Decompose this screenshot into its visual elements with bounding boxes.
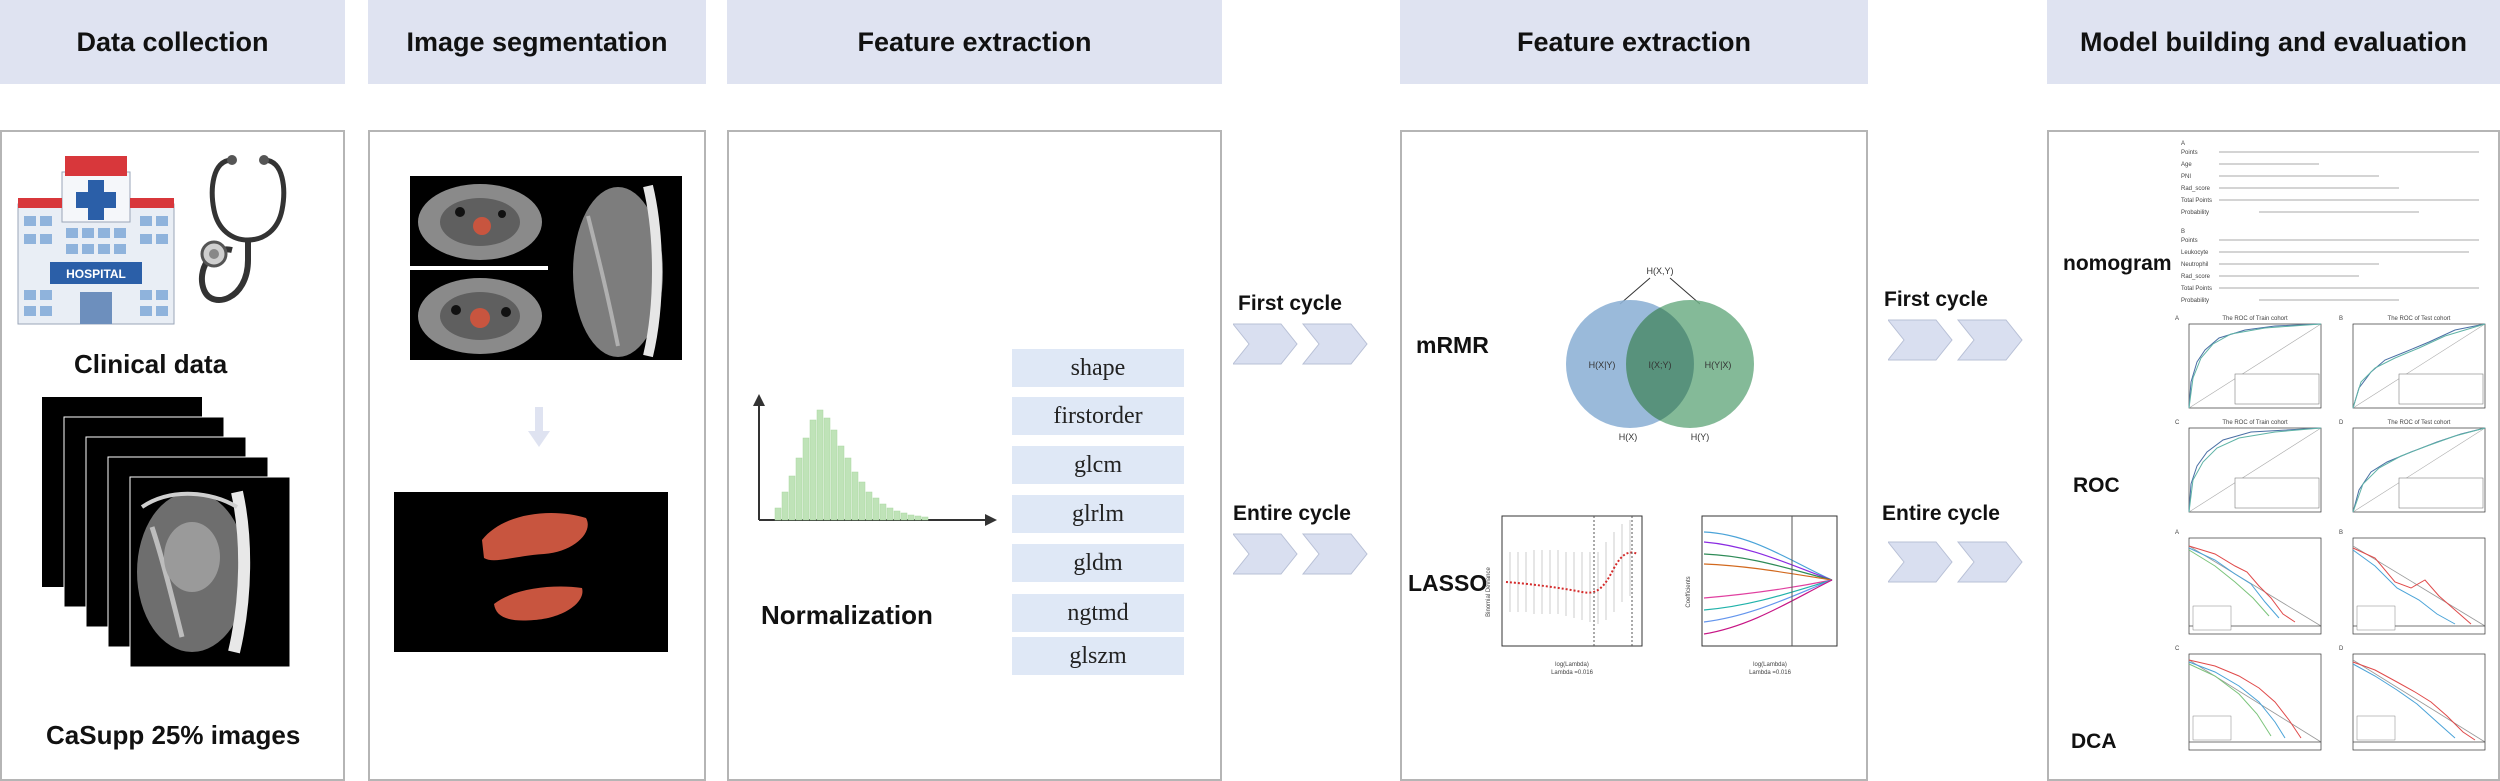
first-cycle-label-2: First cycle	[1884, 288, 1988, 311]
feature-gldm: gldm	[1012, 544, 1184, 582]
ct-image-stack	[42, 397, 291, 668]
venn-hy-label: H(Y)	[1691, 432, 1710, 442]
feature-firstorder: firstorder	[1012, 397, 1184, 435]
roc-panel-b: B The ROC of Test cohort	[2339, 316, 2486, 409]
lasso-label: LASSO	[1408, 570, 1488, 596]
lasso-xlabel-right: log(Lambda)	[1753, 662, 1787, 668]
down-arrow	[528, 407, 550, 447]
feature-glszm: glszm	[1012, 637, 1184, 675]
lasso-lambda-right: Lambda =0.016	[1749, 670, 1792, 676]
dca-panel-a: A	[2175, 530, 2322, 635]
entire-cycle-label-1: Entire cycle	[1233, 502, 1351, 525]
nomo-a-row-3: Rad_score	[2181, 186, 2211, 192]
panel-feature-selection: mRMR H(X,Y) H(X|Y) I(X;Y) H(Y|X) H(X) H(…	[1400, 130, 1868, 781]
hospital-icon: HOSPITAL	[17, 156, 175, 325]
lasso-xlabel-left: log(Lambda)	[1555, 662, 1589, 668]
first-cycle-label-1: First cycle	[1238, 292, 1342, 315]
feature-glcm: glcm	[1012, 446, 1184, 484]
venn-joint-label: H(X,Y)	[1647, 266, 1674, 276]
normalization-histogram	[753, 394, 997, 526]
mrmr-venn-diagram: H(X,Y) H(X|Y) I(X;Y) H(Y|X) H(X) H(Y)	[1566, 266, 1754, 442]
ct-axial-bottom	[410, 270, 550, 360]
lasso-ylabel-right: Coefficients	[1686, 576, 1692, 607]
nomogram-a: A Points Age PNI Rad_score Total Points …	[2181, 141, 2479, 216]
header-data-collection: Data collection	[0, 0, 345, 84]
nomogram-label: nomogram	[2063, 252, 2172, 275]
stethoscope-icon	[199, 155, 287, 303]
ct-sagittal	[548, 176, 682, 360]
roc-panel-a: A The ROC of Train cohort	[2175, 316, 2322, 409]
roc-c-title: The ROC of Train cohort	[2222, 420, 2288, 426]
feature-glrlm: glrlm	[1012, 495, 1184, 533]
dca-c-letter: C	[2175, 646, 2180, 652]
nomo-b-row-3: Rad_score	[2181, 274, 2211, 280]
entire-cycle-label-2: Entire cycle	[1882, 502, 2000, 525]
roc-c-letter: C	[2175, 420, 2180, 426]
venn-left-label: H(X|Y)	[1589, 360, 1616, 370]
segmentation-mask	[394, 492, 668, 652]
roc-label: ROC	[2073, 474, 2120, 497]
chevron-arrows-first-1	[1233, 323, 1368, 365]
nomogram-b: B Points Leukocyte Neutrophil Rad_score …	[2181, 229, 2479, 304]
nomo-a-row-4: Total Points	[2181, 198, 2212, 204]
nomo-b-row-4: Total Points	[2181, 286, 2212, 292]
chevron-arrows-entire-2	[1888, 541, 2023, 583]
venn-right-label: H(Y|X)	[1705, 360, 1732, 370]
panel-data-collection: HOSPITAL Clinical data CaSupp 25% images	[0, 130, 345, 781]
dca-panels: A B C D	[2175, 530, 2486, 751]
dca-d-letter: D	[2339, 646, 2344, 652]
roc-panel-c: C The ROC of Train cohort	[2175, 420, 2322, 513]
nomo-a-row-2: PNI	[2181, 174, 2191, 180]
nomo-b-row-0: Points	[2181, 238, 2198, 244]
roc-panel-d: D The ROC of Test cohort	[2339, 420, 2486, 513]
lasso-ylabel-left: Binomial Deviance	[1486, 566, 1492, 616]
header-feature-extraction-1: Feature extraction	[727, 0, 1222, 84]
header-model-building: Model building and evaluation	[2047, 0, 2500, 84]
roc-a-title: The ROC of Train cohort	[2222, 316, 2288, 322]
nomogram-a-letter: A	[2181, 141, 2185, 147]
dca-b-letter: B	[2339, 530, 2343, 536]
chevron-arrows-first-2	[1888, 319, 2023, 361]
roc-b-title: The ROC of Test cohort	[2388, 316, 2451, 322]
roc-panels: A The ROC of Train cohort B The ROC of T…	[2175, 316, 2486, 513]
feature-shape: shape	[1012, 349, 1184, 387]
nomo-a-row-0: Points	[2181, 150, 2198, 156]
nomo-b-row-5: Probability	[2181, 298, 2209, 304]
nomo-b-row-2: Neutrophil	[2181, 262, 2208, 268]
nomogram-b-letter: B	[2181, 229, 2185, 235]
nomo-a-row-5: Probability	[2181, 210, 2209, 216]
panel-model-building: nomogram ROC DCA A Points Age PNI Rad_sc…	[2047, 130, 2500, 781]
header-image-segmentation: Image segmentation	[368, 0, 706, 84]
lasso-coefficient-plot: Coefficients log(Lambda) Lambda =0.016	[1686, 515, 1838, 676]
roc-d-title: The ROC of Test cohort	[2388, 420, 2451, 426]
dca-a-letter: A	[2175, 530, 2179, 536]
hospital-sign: HOSPITAL	[66, 267, 126, 281]
nomo-b-row-1: Leukocyte	[2181, 250, 2209, 256]
dca-panel-c: C	[2175, 646, 2322, 751]
venn-middle-label: I(X;Y)	[1648, 360, 1671, 370]
panel-image-segmentation	[368, 130, 706, 781]
header-feature-extraction-2: Feature extraction	[1400, 0, 1868, 84]
nomo-a-row-1: Age	[2181, 162, 2192, 168]
clinical-data-label: Clinical data	[74, 349, 228, 379]
dca-panel-b: B	[2339, 530, 2486, 635]
mrmr-label: mRMR	[1416, 332, 1489, 358]
images-label: CaSupp 25% images	[46, 720, 301, 750]
dca-label: DCA	[2071, 730, 2117, 753]
feature-ngtmd: ngtmd	[1012, 594, 1184, 632]
roc-a-letter: A	[2175, 316, 2179, 322]
roc-d-letter: D	[2339, 420, 2344, 426]
dca-panel-d: D	[2339, 646, 2486, 751]
normalization-label: Normalization	[761, 600, 933, 630]
venn-hx-label: H(X)	[1619, 432, 1638, 442]
roc-b-letter: B	[2339, 316, 2343, 322]
chevron-arrows-entire-1	[1233, 533, 1368, 575]
lasso-lambda-left: Lambda =0.016	[1551, 670, 1594, 676]
ct-axial-top	[410, 176, 550, 266]
lasso-deviance-plot: Binomial Deviance log(Lambda) Lambda =0.…	[1486, 515, 1643, 676]
